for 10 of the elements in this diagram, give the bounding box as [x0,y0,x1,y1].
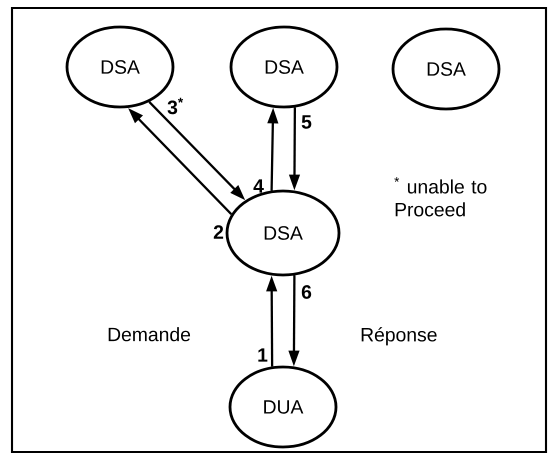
note-text: Demande [108,327,190,342]
edge-label: 5 [302,115,312,129]
ellipse-node: DSA [392,28,500,110]
edge-label: 1 [258,348,268,362]
edge-label: 6 [302,285,312,299]
note-text: Réponse [362,327,437,346]
ellipse-node: DUA [228,366,338,448]
ellipse-node: DSA [230,26,338,108]
edge-label: 2 [214,225,224,239]
note-text: $^{*}$ unable to Proceed [394,177,486,216]
